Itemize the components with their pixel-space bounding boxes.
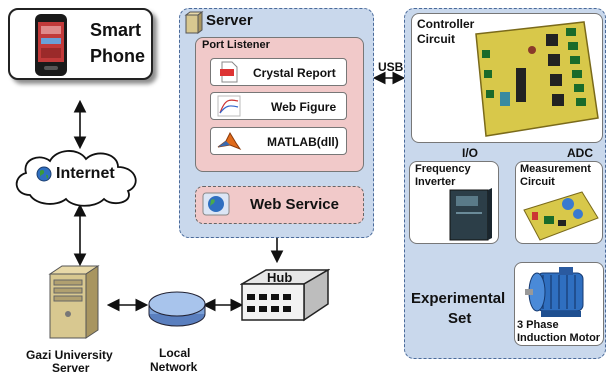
controller-label-1: Controller: [417, 17, 475, 31]
local-network-label-2: Network: [150, 360, 198, 374]
frequency-inverter-icon: [449, 188, 492, 241]
web-service-box: Web Service: [195, 186, 364, 224]
frequency-inverter-label-2: Inverter: [415, 176, 456, 188]
matlab-icon: [217, 131, 242, 151]
matlab-item: MATLAB(dll): [210, 127, 347, 155]
motor-label-1: 3 Phase: [517, 319, 559, 331]
internet-cloud-icon: [15, 150, 137, 207]
network-router-icon: [148, 291, 206, 327]
crystal-report-label: Crystal Report: [253, 66, 336, 80]
web-figure-item: Web Figure: [210, 92, 347, 120]
frequency-inverter-box: Frequency Inverter: [409, 161, 499, 244]
controller-circuit-box: Controller Circuit: [411, 13, 603, 143]
web-figure-label: Web Figure: [271, 100, 337, 114]
io-label: I/O: [462, 146, 479, 160]
smart-phone-label-1: Smart: [90, 20, 142, 40]
gazi-server-label-2: Server: [52, 361, 90, 375]
measurement-label-1: Measurement: [520, 163, 591, 175]
experimental-set-label-2: Set: [448, 310, 472, 327]
measurement-circuit-box: Measurement Circuit: [515, 161, 603, 244]
matlab-label: MATLAB(dll): [267, 135, 339, 149]
adc-label: ADC: [567, 146, 593, 160]
smart-phone-label-2: Phone: [90, 46, 146, 66]
circuit-board-icon: [475, 21, 599, 137]
web-service-label: Web Service: [250, 196, 339, 213]
usb-label: USB: [378, 60, 404, 74]
smart-phone-box: Smart Phone: [8, 8, 153, 80]
server-title: Server: [206, 12, 253, 29]
electric-motor-icon: [525, 267, 584, 317]
frequency-inverter-label-1: Frequency: [415, 163, 471, 175]
gazi-server-label-1: Gazi University: [26, 348, 113, 362]
server-icon: [184, 11, 204, 34]
measurement-label-2: Circuit: [520, 176, 555, 188]
hub-icon: [240, 268, 330, 322]
internet-label: Internet: [56, 165, 115, 182]
pdf-report-icon: [220, 61, 238, 83]
experimental-set-label-1: Experimental: [411, 290, 506, 307]
crystal-report-item: Crystal Report: [210, 58, 347, 86]
local-network-label-1: Local: [159, 346, 191, 360]
server-tower-icon: [48, 265, 100, 339]
line-chart-icon: [217, 95, 241, 117]
induction-motor-box: 3 Phase Induction Motor: [514, 262, 604, 346]
globe-icon: [36, 166, 52, 182]
port-listener-title: Port Listener: [202, 39, 270, 51]
globe-icon: [202, 192, 230, 216]
motor-label-2: Induction Motor: [517, 332, 601, 344]
controller-label-2: Circuit: [417, 32, 456, 46]
measurement-board-icon: [523, 191, 599, 241]
smartphone-icon: [35, 14, 67, 76]
hub-label: Hub: [267, 270, 293, 285]
